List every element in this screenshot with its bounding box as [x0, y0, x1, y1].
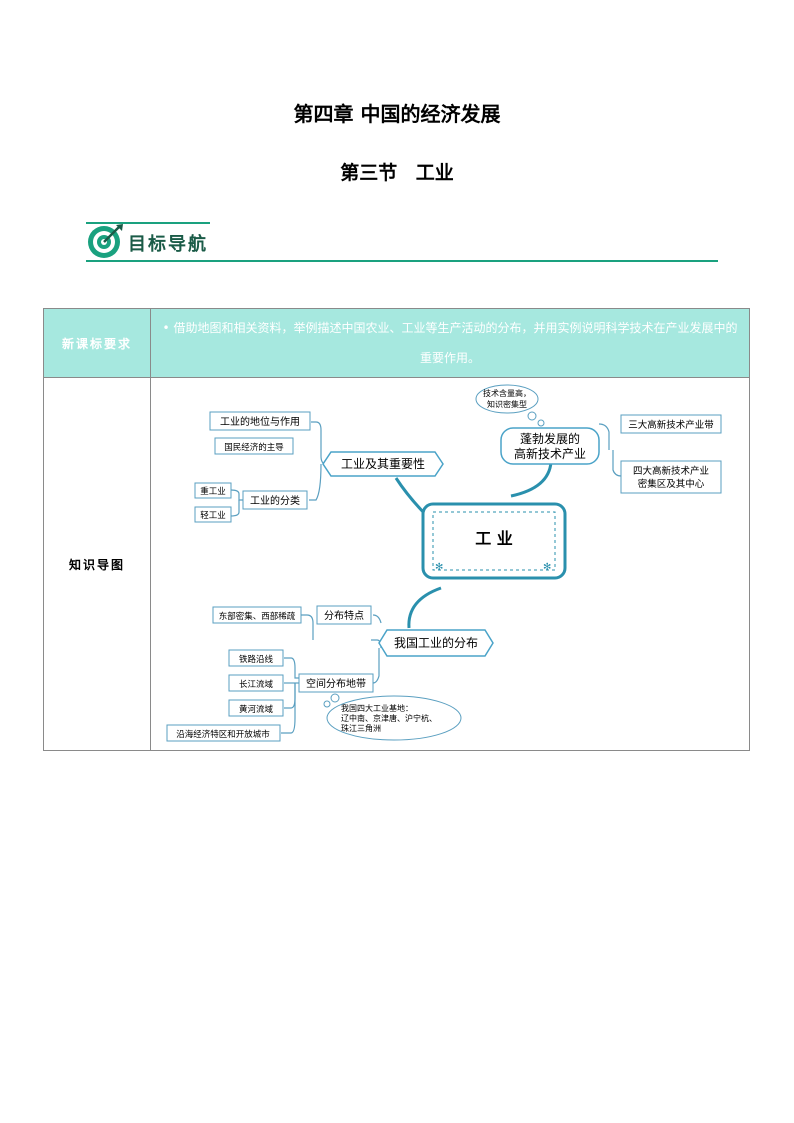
bases-bubble-line1: 我国四大工业基地： [341, 703, 413, 713]
node-railway [228, 649, 284, 667]
snowflake-icon: ✻ [543, 562, 551, 573]
requirement-cell: • 借助地图和相关资料，举例描述中国农业、工业等生产活动的分布，并用实例说明科学… [150, 308, 750, 378]
node-heavy-industry [194, 482, 232, 499]
node-yellow-river-text: 黄河流域 [239, 704, 274, 715]
node-status-detail-text: 国民经济的主导 [224, 442, 284, 453]
node-hightech-clusters [620, 460, 722, 494]
node-hightech [500, 427, 600, 465]
knowledge-map-row: 知识导图 [43, 377, 750, 751]
requirement-row: 新课标要求 • 借助地图和相关资料，举例描述中国农业、工业等生产活动的分布，并用… [43, 308, 750, 378]
node-yangtze-text: 长江流域 [239, 679, 274, 690]
node-features-detail-text: 东部密集、西部稀疏 [219, 611, 296, 622]
requirement-text: • 借助地图和相关资料，举例描述中国农业、工业等生产活动的分布，并用实例说明科学… [162, 321, 738, 365]
bubble-dot [323, 700, 331, 708]
requirement-label: 新课标要求 [43, 308, 151, 378]
section-title: 第三节 工业 [340, 162, 454, 184]
bases-bubble-line2: 辽中南、京津唐、沪宁杭、 [341, 713, 437, 723]
node-light-industry-text: 轻工业 [200, 510, 226, 521]
node-classification [242, 490, 308, 510]
chapter-title: 第四章 中国的经济发展 [293, 102, 501, 126]
node-coastal-text: 沿海经济特区和开放城市 [176, 729, 270, 740]
node-coastal [166, 724, 281, 742]
node-industry-status-text: 工业的地位与作用 [220, 415, 300, 428]
banner-top-line [86, 222, 210, 224]
node-center-text: 工 业 [475, 529, 513, 548]
node-importance [322, 451, 444, 477]
node-distribution-features-detail [212, 606, 302, 624]
node-yangtze [228, 674, 284, 692]
lesson-table: 新课标要求 • 借助地图和相关资料，举例描述中国农业、工业等生产活动的分布，并用… [43, 308, 750, 751]
bubble-dot [537, 419, 545, 427]
node-railway-text: 铁路沿线 [239, 654, 274, 665]
node-heavy-industry-text: 重工业 [200, 486, 226, 497]
center-inner-frame [432, 511, 556, 571]
node-hightech-line1: 蓬勃发展的 [520, 431, 580, 446]
knowledge-map-label: 知识导图 [43, 377, 151, 751]
node-yellow-river [228, 699, 284, 717]
snowflake-icon: ✻ [435, 562, 443, 573]
knowledge-map-cell: 工业的地位与作用 国民经济的主导 工业及其重要性 工业的分类 重工业 轻工业 技… [150, 377, 750, 751]
node-industry-status [209, 411, 311, 431]
target-arrow-icon [88, 224, 123, 258]
hightech-bubble-line2: 知识密集型 [487, 399, 527, 409]
node-hightech-clusters-line1: 四大高新技术产业 [633, 465, 709, 477]
banner-bottom-line [86, 260, 718, 262]
node-status-detail [214, 437, 294, 455]
node-hightech-clusters-line2: 密集区及其中心 [638, 478, 705, 490]
node-light-industry [194, 506, 232, 523]
hightech-thought-bubble [475, 384, 539, 414]
knowledge-mind-map: 工业的地位与作用 国民经济的主导 工业及其重要性 工业的分类 重工业 轻工业 技… [166, 384, 722, 742]
node-features-text: 分布特点 [324, 610, 364, 622]
node-distribution [378, 629, 494, 657]
node-classification-text: 工业的分类 [250, 494, 300, 507]
node-spatial-belts [298, 673, 374, 693]
node-importance-text: 工业及其重要性 [341, 457, 425, 471]
node-hightech-line2: 高新技术产业 [514, 446, 586, 461]
node-hightech-belts-text: 三大高新技术产业带 [628, 419, 714, 431]
hightech-bubble-line1: 技术含量高， [483, 388, 531, 398]
node-hightech-belts [620, 414, 722, 434]
node-center-industry [421, 502, 567, 580]
industrial-bases-bubble [326, 695, 462, 741]
bases-bubble-line3: 珠江三角洲 [341, 723, 381, 733]
node-distribution-text: 我国工业的分布 [394, 635, 478, 650]
bubble-dot [527, 411, 537, 421]
nav-label: 目标导航 [128, 234, 208, 255]
bubble-dot [330, 693, 340, 703]
node-distribution-features [316, 605, 372, 625]
target-navigation-banner: 目标导航 [86, 220, 720, 266]
node-spatial-belts-text: 空间分布地带 [306, 677, 366, 690]
